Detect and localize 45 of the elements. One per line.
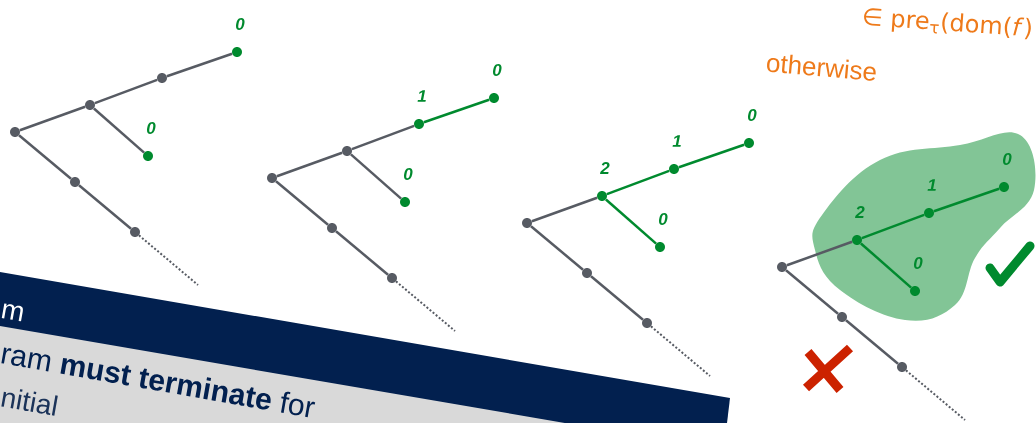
- node-label: 0: [147, 122, 156, 135]
- connector-line: [905, 369, 966, 421]
- node-label: 0: [493, 64, 502, 77]
- text-label: m: [1, 303, 23, 322]
- connector-line: [78, 184, 132, 230]
- connector-line: [93, 107, 145, 154]
- node-label: 1: [417, 90, 426, 102]
- connector-line: [786, 240, 853, 267]
- connector-line: [605, 198, 657, 245]
- connector-line: [350, 153, 402, 200]
- node-label: 2: [855, 206, 865, 218]
- connector-line: [861, 213, 925, 240]
- node-label: 2: [600, 162, 610, 174]
- node-label: 0: [914, 257, 923, 270]
- connector-line: [423, 98, 490, 124]
- connector-line: [860, 242, 912, 289]
- connector-line: [678, 143, 745, 169]
- connector-line: [845, 319, 899, 365]
- text-label: otherwise: [767, 54, 876, 81]
- connector-line: [94, 78, 158, 105]
- connector-line: [166, 52, 233, 78]
- connector-line: [590, 275, 644, 321]
- node-label: 0: [404, 168, 413, 181]
- connector-line: [276, 151, 343, 178]
- connector-line: [335, 230, 389, 276]
- text-label: nitial: [1, 389, 58, 416]
- node-label: 0: [236, 18, 245, 31]
- node-label: 0: [659, 213, 668, 226]
- text-label: ∈ pre$_{τ}$(dom(f): [864, 8, 1031, 40]
- node-label: 1: [672, 135, 681, 147]
- connector-line: [606, 169, 670, 196]
- connector-line: [19, 105, 86, 132]
- node-label: 0: [1003, 153, 1012, 166]
- connector-line: [531, 196, 598, 223]
- connector-line: [650, 325, 711, 377]
- connector-line: [530, 225, 584, 271]
- connector-line: [138, 234, 199, 286]
- connector-line: [351, 124, 415, 151]
- node-label: 0: [748, 109, 757, 122]
- connector-line: [18, 134, 72, 180]
- connector-line: [785, 269, 839, 315]
- node-label: 1: [927, 179, 936, 191]
- connector-line: [933, 187, 1000, 213]
- connector-line: [275, 180, 329, 226]
- connector-line: [395, 280, 456, 332]
